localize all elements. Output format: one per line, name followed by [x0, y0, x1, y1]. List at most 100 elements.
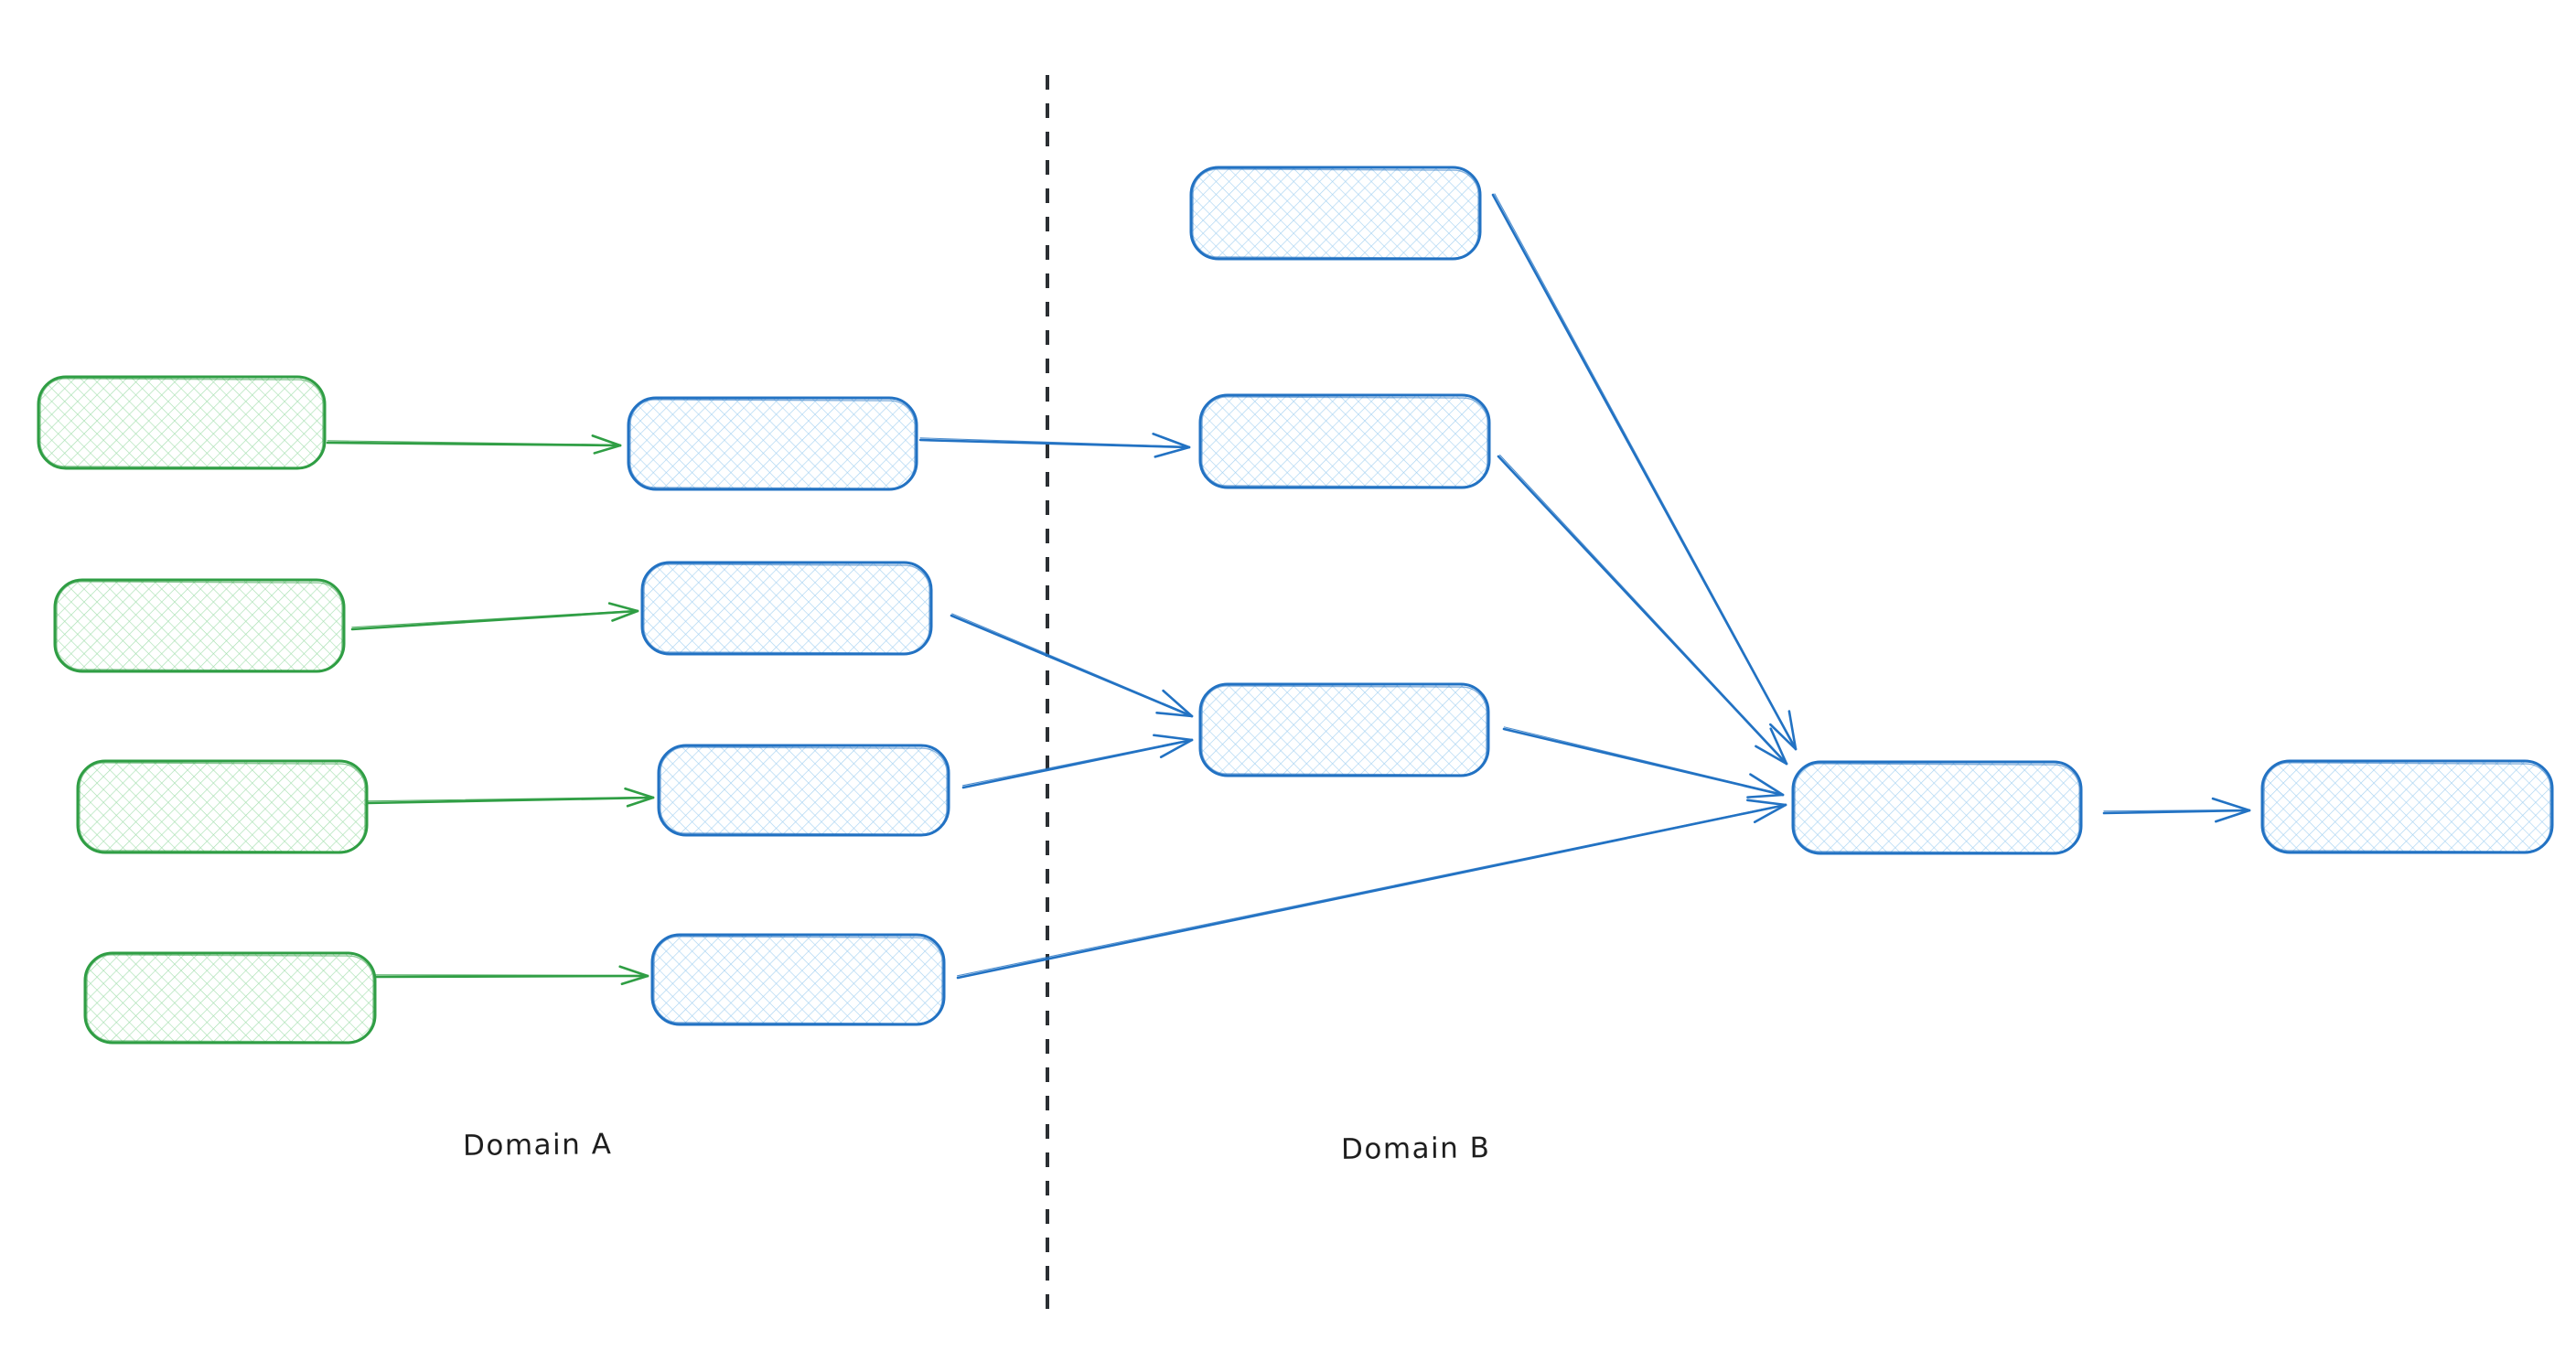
arrowhead-stroke	[1749, 773, 1785, 797]
domain-b-aggregator[interactable]	[1791, 760, 2083, 855]
arrowhead-stroke	[620, 974, 649, 986]
arrow-process1-stage2[interactable]	[918, 433, 1191, 458]
node-sketch-stroke	[86, 954, 374, 1043]
arrowhead-stroke	[611, 609, 639, 622]
node-body	[650, 933, 946, 1026]
arrow-shaft	[350, 609, 639, 631]
arrow-shaft	[918, 438, 1191, 449]
arrowhead-stroke	[1154, 445, 1191, 458]
arrow-shaft-echo	[919, 437, 1190, 447]
arrowhead-stroke	[591, 434, 622, 447]
arrow-shaft	[1491, 193, 1798, 751]
arrow-source2-process2[interactable]	[350, 602, 639, 631]
arrow-shaft	[1497, 455, 1788, 766]
domain-b-stage-1[interactable]	[1189, 166, 1482, 261]
domain-b-stage-3[interactable]	[1198, 682, 1490, 777]
arrow-stage1-aggregator[interactable]	[1491, 193, 1798, 751]
arrow-shaft	[365, 796, 655, 805]
node-body	[1791, 760, 2083, 855]
arrowhead-stroke	[1153, 734, 1194, 742]
arrow-shaft	[961, 738, 1194, 789]
node-sketch-stroke	[653, 936, 943, 1024]
arrowhead-stroke	[2215, 809, 2251, 823]
node-body	[37, 375, 327, 470]
node-body	[1189, 166, 1482, 261]
arrow-aggregator-output[interactable]	[2102, 797, 2251, 823]
arrow-process3-stage3[interactable]	[961, 734, 1194, 789]
domain-a-source-3[interactable]	[76, 759, 369, 854]
node-sketch-stroke	[660, 746, 948, 835]
domain-b-output[interactable]	[2260, 759, 2554, 854]
arrow-source1-process1[interactable]	[326, 434, 622, 455]
node-body	[657, 744, 950, 837]
arrowhead-stroke	[1769, 727, 1788, 766]
node-sketch-stroke	[1201, 685, 1487, 776]
arrowhead-stroke	[1755, 745, 1788, 766]
node-body	[83, 951, 377, 1045]
arrow-source4-process4[interactable]	[373, 965, 649, 986]
arrowhead-stroke	[1768, 723, 1798, 751]
arrowhead-stroke	[1152, 433, 1191, 449]
arrow-shaft-echo	[351, 609, 639, 628]
arrow-shaft-echo	[957, 803, 1787, 977]
arrow-shaft-echo	[1499, 454, 1788, 765]
domain-a-process-1[interactable]	[627, 396, 918, 491]
domain-b-label[interactable]: Domain B	[1340, 1131, 1491, 1166]
arrow-shaft-echo	[2103, 809, 2250, 812]
arrow-process2-stage3[interactable]	[950, 613, 1194, 718]
arrow-shaft-echo	[1494, 193, 1798, 750]
arrow-shaft-echo	[366, 796, 654, 802]
node-sketch-stroke	[39, 378, 324, 468]
arrowhead-stroke	[1787, 710, 1798, 751]
arrow-shaft	[1502, 727, 1785, 797]
node-body	[640, 561, 933, 656]
arrowhead-stroke	[618, 965, 649, 978]
node-sketch-stroke	[2263, 762, 2551, 852]
node-body	[1198, 393, 1491, 489]
arrow-shaft-echo	[951, 613, 1193, 716]
arrowhead-stroke	[1159, 738, 1194, 758]
domain-a-process-2[interactable]	[640, 561, 933, 656]
arrowhead-stroke	[626, 796, 655, 808]
arrow-shaft	[956, 803, 1787, 980]
arrow-process4-aggregator[interactable]	[956, 799, 1787, 980]
arrowhead-stroke	[2211, 797, 2251, 812]
domain-a-label[interactable]: Domain A	[462, 1128, 613, 1163]
arrow-stage2-aggregator[interactable]	[1497, 454, 1788, 766]
arrow-shaft-echo	[374, 974, 649, 976]
domain-a-process-4[interactable]	[650, 933, 946, 1026]
node-sketch-stroke	[1201, 396, 1488, 488]
arrow-source3-process3[interactable]	[365, 787, 655, 808]
arrowhead-stroke	[1746, 793, 1785, 799]
arrow-shaft	[2102, 809, 2251, 815]
arrow-shaft-echo	[1503, 726, 1784, 795]
node-sketch-stroke	[56, 581, 343, 671]
node-body	[1198, 682, 1490, 777]
arrowhead-stroke	[593, 444, 622, 455]
domain-a-source-1[interactable]	[37, 375, 327, 470]
arrowhead-stroke	[1746, 799, 1787, 807]
arrow-shaft	[326, 441, 622, 447]
domain-a-process-3[interactable]	[657, 744, 950, 837]
node-body	[76, 759, 369, 854]
arrowhead-stroke	[1753, 803, 1787, 824]
node-sketch-stroke	[643, 563, 930, 654]
arrow-shaft-echo	[962, 738, 1193, 787]
arrowhead-stroke	[1162, 689, 1194, 718]
domain-b-stage-2[interactable]	[1198, 393, 1491, 489]
node-sketch-stroke	[1794, 763, 2080, 853]
domain-a-source-2[interactable]	[53, 578, 346, 673]
arrow-shaft-echo	[327, 440, 621, 445]
arrowhead-stroke	[1155, 711, 1194, 718]
node-sketch-stroke	[79, 762, 366, 852]
arrow-shaft	[950, 614, 1194, 718]
arrow-stage3-aggregator[interactable]	[1502, 726, 1785, 799]
node-sketch-stroke	[1192, 168, 1479, 259]
node-sketch-stroke	[629, 399, 916, 489]
node-body	[2260, 759, 2554, 854]
domain-a-source-4[interactable]	[83, 951, 377, 1045]
arrowhead-stroke	[624, 787, 655, 799]
node-body	[627, 396, 918, 491]
